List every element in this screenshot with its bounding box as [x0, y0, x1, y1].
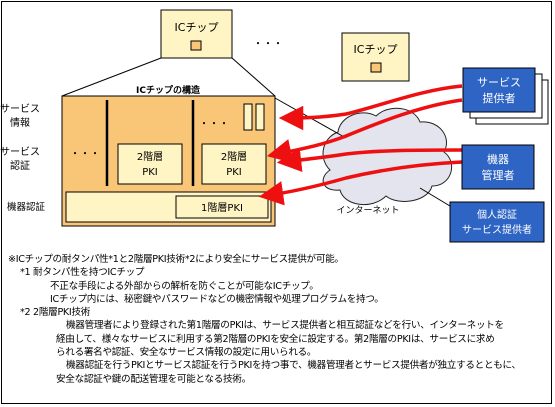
svg-text:PKI: PKI [142, 167, 158, 178]
service-provider-label-2: 提供者 [483, 91, 516, 105]
chip-square-icon [370, 62, 382, 73]
row-labels: サービス 情報 サービス 認証 機器認証 [0, 103, 45, 213]
note-line-5: 機器管理者により登録された第1階層のPKIは、サービス提供者と相互認証などを行い… [66, 320, 504, 332]
ic-chip-top-label: ICチップ [175, 21, 219, 34]
red-arrows [258, 84, 463, 206]
service-info-box [243, 103, 253, 131]
note-line-1: *1 耐タンパ性を持つICチップ [20, 267, 145, 279]
note-line-3: ICチップ内には、秘密鍵やパスワードなどの機密情報や処理プログラムを持つ。 [50, 293, 384, 305]
personal-auth-provider-box: 個人認証 サービス提供者 [449, 201, 545, 243]
label-device-auth: 機器認証 [7, 201, 46, 213]
note-line-9: 安全な認証や鍵の配送管理を可能となる技術。 [56, 373, 251, 385]
note-line-2: 不正な手段による外部からの解析を防ぐことが可能なICチップ。 [50, 280, 319, 292]
pki2-box-right: 2階層 PKI [201, 143, 267, 185]
personal-auth-label-2: サービス提供者 [462, 223, 532, 236]
device-manager-label-1: 機器 [487, 152, 509, 166]
label-service-auth-2: 認証 [10, 159, 30, 172]
note-line-4: *2 2階層PKI技術 [20, 307, 91, 319]
note-line-7: られる署名や認証、安全なサービス情報の設定に用いられる。 [56, 347, 317, 359]
ic-chip-card-right: ICチップ [341, 32, 410, 82]
ic-chip-right-label: ICチップ [354, 43, 398, 56]
ellipsis-top: ・・・ [253, 39, 283, 50]
device-manager-label-2: 管理者 [482, 168, 515, 182]
note-line-0: ※ICチップの耐タンパ性*1と2階層PKI技術*2により安全にサービス提供が可能… [8, 254, 344, 265]
personal-auth-label-1: 個人認証 [477, 208, 517, 221]
ic-structure-title: ICチップの構造 [136, 84, 201, 96]
ic-chip-card-top: ICチップ [61, 9, 276, 97]
service-provider-label-1: サービス [477, 76, 521, 89]
internet-label: インターネット [336, 205, 399, 216]
service-provider-stack: サービス 提供者 [462, 67, 549, 125]
arrow-pki1 [258, 160, 463, 206]
note-line-8: 機器認証を行うPKIとサービス認証を行うPKIを持つ事で、機器管理者とサービス提… [66, 360, 521, 372]
pki1-box: 1階層PKI [175, 195, 269, 219]
service-info-box [255, 103, 265, 131]
notes-block: ※ICチップの耐タンパ性*1と2階層PKI技術*2により安全にサービス提供が可能… [8, 253, 548, 386]
label-service-auth-1: サービス [0, 146, 40, 158]
internet-cloud: インターネット [322, 107, 453, 216]
svg-text:1階層PKI: 1階層PKI [201, 202, 243, 214]
svg-text:PKI: PKI [226, 167, 242, 178]
chip-square-icon [190, 40, 202, 51]
pki2-box-left: 2階層 PKI [117, 143, 183, 185]
personal-auth-connector [419, 187, 451, 207]
device-manager-box: 機器 管理者 [461, 144, 535, 190]
label-service-info-1: サービス [0, 103, 40, 115]
svg-text:2階層: 2階層 [221, 151, 247, 163]
svg-text:2階層: 2階層 [137, 151, 163, 163]
ellipsis-left: ・・・ [70, 149, 100, 160]
label-service-info-2: 情報 [10, 116, 30, 129]
chip-structure: ・・・ ・・・ 2階層 PKI 2階層 PKI 1階層PKI [61, 95, 276, 227]
arrow-service-info [278, 84, 463, 131]
note-line-6: 経由して、様々なサービスに利用する第2階層のPKIを安全に設定する。第2階層のP… [56, 333, 495, 345]
ellipsis-mid: ・・・ [199, 119, 229, 130]
arrow-device-manager [276, 147, 463, 173]
